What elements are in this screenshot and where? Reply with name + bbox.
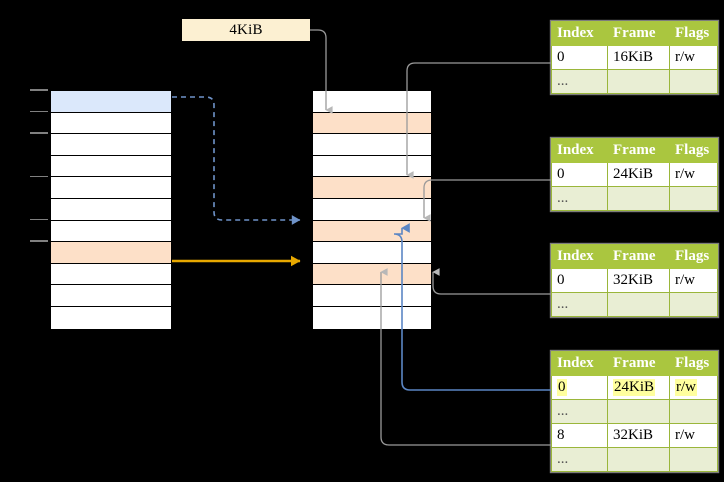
pt1-cell-flags-0: r/w bbox=[669, 162, 718, 187]
pt1-cell-index-1: ... bbox=[551, 186, 608, 211]
pt3-cell-frame-2: 32KiB bbox=[607, 423, 670, 448]
pt0-header-index: Index bbox=[551, 21, 608, 46]
pt2-cell-frame-0: 32KiB bbox=[607, 268, 670, 293]
page-size-tag: 4KiB bbox=[182, 19, 310, 41]
pt0-cell-flags-0: r/w bbox=[669, 45, 718, 70]
wire-pt1-to-frame bbox=[423, 179, 551, 222]
pt3-cell-flags-0: r/w bbox=[669, 375, 718, 400]
pt3-highlight-flags: r/w bbox=[675, 379, 697, 396]
vaddr-row-4 bbox=[51, 177, 171, 199]
pt2-header-flags: Flags bbox=[669, 244, 718, 269]
physical-memory-column bbox=[312, 90, 432, 330]
boundary-tick-1 bbox=[30, 110, 48, 113]
pt3-row-3: ... bbox=[551, 447, 718, 472]
frame-row-7 bbox=[313, 242, 431, 264]
vaddr-row-8 bbox=[51, 263, 171, 286]
vaddr-row-2 bbox=[51, 134, 171, 156]
pt1-cell-frame-1 bbox=[607, 186, 670, 211]
pt3-header-index: Index bbox=[551, 351, 608, 376]
pt1-cell-frame-0: 24KiB bbox=[607, 162, 670, 187]
pt2-cell-index-0: 0 bbox=[551, 268, 608, 293]
vaddr-row-9 bbox=[51, 285, 171, 307]
pt3-highlight-index: 0 bbox=[557, 379, 567, 396]
vaddr-row-6 bbox=[51, 220, 171, 243]
frame-row-10 bbox=[313, 306, 431, 329]
frame-row-3 bbox=[313, 155, 431, 178]
pt3-header-flags: Flags bbox=[669, 351, 718, 376]
pt3-cell-flags-3 bbox=[669, 447, 718, 472]
pt2-cell-flags-0: r/w bbox=[669, 268, 718, 293]
boundary-tick-6 bbox=[30, 218, 48, 221]
boundary-tick-2 bbox=[30, 132, 48, 134]
pt2-row-1: ... bbox=[551, 292, 718, 317]
page-size-label: 4KiB bbox=[229, 21, 263, 38]
boundary-tick-0 bbox=[30, 89, 48, 91]
pt3-cell-frame-3 bbox=[607, 447, 670, 472]
pt1-cell-flags-1 bbox=[669, 186, 718, 211]
pt0-header-frame: Frame bbox=[607, 21, 670, 46]
boundary-tick-7 bbox=[30, 240, 48, 242]
virtual-address-column bbox=[50, 90, 172, 330]
frame-row-6 bbox=[313, 220, 431, 243]
frame-row-8 bbox=[313, 263, 431, 286]
pt0-header-flags: Flags bbox=[669, 21, 718, 46]
pt2-cell-flags-1 bbox=[669, 292, 718, 317]
boundary-tick-4 bbox=[30, 175, 48, 178]
pt2-header-frame: Frame bbox=[607, 244, 670, 269]
pt1-header-flags: Flags bbox=[669, 138, 718, 163]
pt3-row-0: 0 24KiB r/w bbox=[551, 375, 718, 400]
vaddr-row-0 bbox=[51, 91, 171, 113]
pt2-cell-index-1: ... bbox=[551, 292, 608, 317]
pt1-header-index: Index bbox=[551, 138, 608, 163]
pt0-cell-flags-1 bbox=[669, 69, 718, 94]
frame-row-9 bbox=[313, 285, 431, 307]
pt0-cell-index-0: 0 bbox=[551, 45, 608, 70]
pt3-cell-index-3: ... bbox=[551, 447, 608, 472]
frame-row-1 bbox=[313, 112, 431, 135]
pt0-row-1: ... bbox=[551, 69, 718, 94]
pt3-header-frame: Frame bbox=[607, 351, 670, 376]
pt3-highlight-frame: 24KiB bbox=[613, 379, 656, 396]
pt3-cell-frame-0: 24KiB bbox=[607, 375, 670, 400]
vaddr-row-3 bbox=[51, 155, 171, 178]
wire-pt2-to-frame bbox=[432, 268, 551, 295]
pt2-cell-frame-1 bbox=[607, 292, 670, 317]
frame-row-4 bbox=[313, 177, 431, 199]
vaddr-row-7 bbox=[51, 242, 171, 264]
frame-row-0 bbox=[313, 91, 431, 113]
pt3-row-1: ... bbox=[551, 399, 718, 424]
pt1-cell-index-0: 0 bbox=[551, 162, 608, 187]
pt0-cell-index-1: ... bbox=[551, 69, 608, 94]
pt0-cell-frame-1 bbox=[607, 69, 670, 94]
wire-vaddr-lookup-dashed bbox=[172, 96, 301, 225]
vaddr-row-5 bbox=[51, 198, 171, 221]
pt3-cell-flags-1 bbox=[669, 399, 718, 424]
pt3-cell-flags-2: r/w bbox=[669, 423, 718, 448]
pt1-row-1: ... bbox=[551, 186, 718, 211]
frame-row-2 bbox=[313, 134, 431, 156]
vaddr-row-1 bbox=[51, 112, 171, 135]
pt3-cell-index-1: ... bbox=[551, 399, 608, 424]
pt3-cell-index-0: 0 bbox=[551, 375, 608, 400]
pt0-cell-frame-0: 16KiB bbox=[607, 45, 670, 70]
pt1-header-frame: Frame bbox=[607, 138, 670, 163]
frame-row-5 bbox=[313, 198, 431, 221]
pt3-cell-index-2: 8 bbox=[551, 423, 608, 448]
vaddr-row-10 bbox=[51, 306, 171, 329]
pt2-header-index: Index bbox=[551, 244, 608, 269]
pt3-cell-frame-1 bbox=[607, 399, 670, 424]
